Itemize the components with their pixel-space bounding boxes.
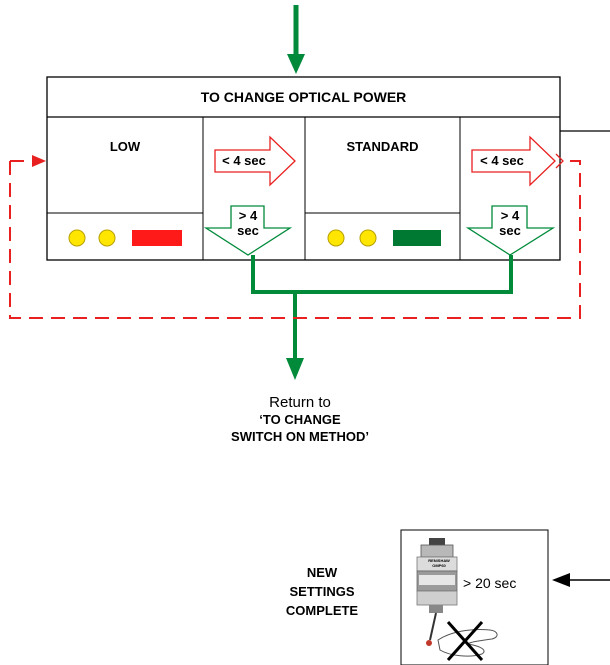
probe-entry-arrow-head [552, 573, 570, 587]
green-led-bar [393, 230, 441, 246]
green-flow-lines [251, 255, 513, 360]
yellow-led-1 [68, 229, 86, 247]
new-settings-line-2: SETTINGS [289, 584, 355, 599]
main-box-title: TO CHANGE OPTICAL POWER [200, 89, 407, 105]
red-loop-arrow-tail [555, 153, 564, 169]
down-arrow-1-label-line2: sec [237, 223, 259, 238]
right-arrow-1-label: < 4 sec [222, 153, 266, 168]
probe-brand-text: RENISHAW [428, 558, 450, 563]
new-settings-line-1: NEW [306, 565, 338, 580]
red-loop-arrow-head [32, 155, 46, 167]
new-settings-line-3: COMPLETE [285, 603, 359, 618]
yellow-led-2 [98, 229, 116, 247]
top-entry-arrow [287, 5, 305, 74]
red-led-bar [132, 230, 182, 246]
down-arrow-1 [203, 205, 293, 256]
standard-mode-label: STANDARD [346, 139, 419, 154]
return-instruction: Return to ‘TO CHANGE SWITCH ON METHOD’ [180, 394, 420, 445]
probe-model-text: OMP60 [432, 563, 446, 568]
yellow-led-4 [359, 229, 377, 247]
low-mode-label: LOW [109, 139, 141, 154]
probe-duration-label: > 20 sec [463, 575, 517, 591]
down-arrow-2-label-line2: sec [499, 223, 521, 238]
yellow-led-3 [327, 229, 345, 247]
right-arrow-2-label: < 4 sec [480, 153, 524, 168]
probe-icon [416, 538, 458, 646]
down-arrow-2 [465, 205, 556, 256]
down-arrow-1-label-line1: > 4 [238, 208, 258, 223]
return-line-3: SWITCH ON METHOD’ [231, 429, 369, 444]
cross-out-icon [446, 620, 484, 662]
red-dashed-loop [9, 160, 581, 319]
low-indicators [68, 229, 182, 247]
return-line-1: Return to [269, 394, 331, 411]
probe-brand: RENISHAW OMP60 [421, 558, 457, 568]
new-settings-complete: NEW SETTINGS COMPLETE [262, 563, 382, 620]
down-arrow-2-label-line1: > 4 [500, 208, 520, 223]
right-arrow-2 [471, 135, 556, 187]
return-line-2: ‘TO CHANGE [259, 412, 341, 427]
right-arrow-1 [214, 135, 296, 187]
return-arrow-head [286, 358, 304, 380]
standard-indicators [327, 229, 441, 247]
